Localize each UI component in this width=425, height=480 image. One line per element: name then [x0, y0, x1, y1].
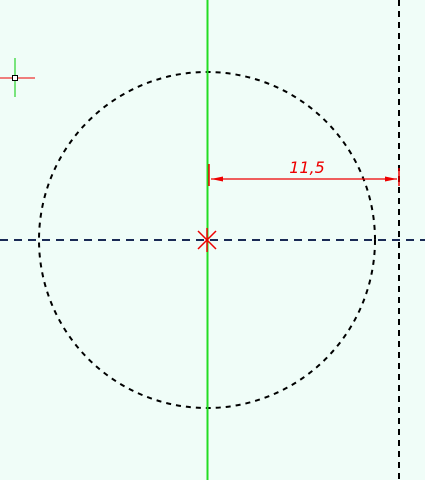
dimension-arrow-left: [211, 176, 223, 182]
dimension-arrow-right: [385, 176, 397, 182]
dimension-value-label[interactable]: 11,5: [289, 158, 325, 177]
center-point-marker[interactable]: [197, 228, 217, 252]
horizontal-dimension[interactable]: 11,5: [208, 158, 400, 186]
coordinate-origin-marker: [0, 58, 35, 97]
origin-marker-point[interactable]: [12, 75, 18, 81]
